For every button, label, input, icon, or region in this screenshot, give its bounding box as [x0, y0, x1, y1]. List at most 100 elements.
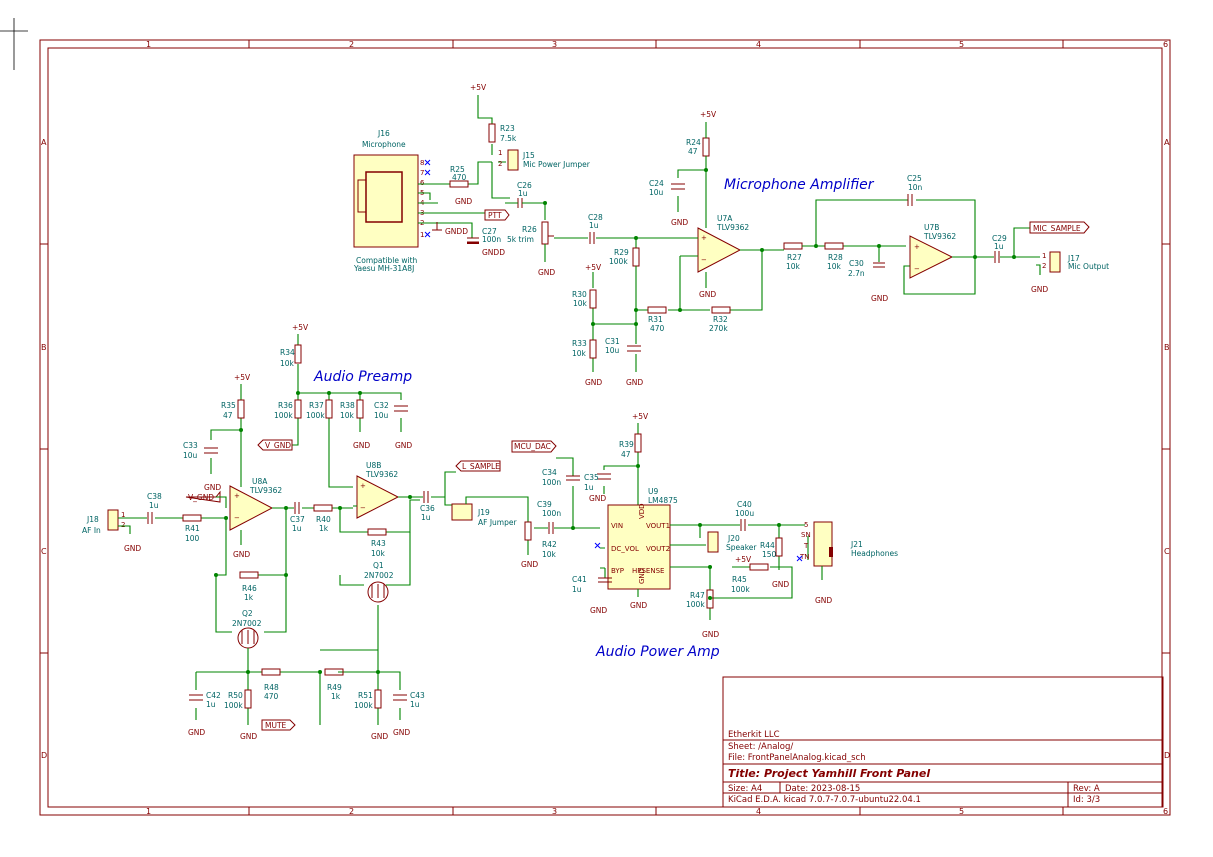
r38-resistor[interactable]: R38 10k [340, 399, 364, 420]
r37-resistor[interactable]: R37 100k [306, 399, 333, 420]
r46-resistor[interactable]: R46 1k [239, 571, 259, 602]
r36-ref: R36 [278, 401, 293, 410]
r45-resistor[interactable]: R45 100k [731, 563, 769, 594]
r30-value: 10k [573, 299, 588, 308]
c40-capacitor[interactable]: C40 100u [735, 500, 754, 531]
r25-resistor[interactable]: R25 470 [449, 165, 469, 188]
c32-capacitor[interactable]: C32 10u [374, 401, 408, 420]
l-sample-label-text: L_SAMPLE [462, 462, 500, 471]
c42-capacitor[interactable]: C42 1u [189, 691, 221, 709]
c34-value: 100n [542, 478, 561, 487]
gnd-symbol: GND [699, 290, 716, 299]
c26-ref: C26 [517, 181, 532, 190]
r41-value: 100 [185, 534, 200, 543]
c35-capacitor[interactable]: C35 1u [584, 473, 611, 492]
u9-pin-gnd: GND [638, 568, 646, 584]
tb-date: Date: 2023-08-15 [785, 784, 860, 794]
r43-resistor[interactable]: R43 10k [367, 528, 387, 558]
c28-capacitor[interactable]: C28 1u [588, 213, 603, 244]
c36-value: 1u [421, 513, 431, 522]
c40-value: 100u [735, 509, 754, 518]
c33-value: 10u [183, 451, 198, 460]
gnd-symbol: GND [671, 218, 688, 227]
pin-number: 7 [420, 169, 424, 177]
c33-capacitor[interactable]: C33 10u [183, 441, 218, 460]
u7a-value: TLV9362 [716, 223, 749, 232]
u7a-opamp[interactable]: U7A TLV9362 +− [697, 214, 749, 273]
r47-resistor[interactable]: R47 100k [686, 589, 714, 609]
gnd-symbol: GND [393, 728, 410, 737]
r32-resistor[interactable]: R32 270k [709, 306, 731, 333]
c34-capacitor[interactable]: C34 100n [542, 468, 580, 487]
q2-mosfet[interactable]: Q2 2N7002 [232, 609, 262, 649]
r40-resistor[interactable]: R40 1k [313, 504, 333, 533]
c26-capacitor[interactable]: C26 1u [517, 181, 532, 208]
r51-ref: R51 [358, 691, 373, 700]
r30-resistor[interactable]: R30 10k [572, 289, 597, 309]
r28-resistor[interactable]: R28 10k [824, 242, 844, 271]
r44-ref: R44 [760, 541, 775, 550]
c39-capacitor[interactable]: C39 100n [537, 500, 561, 534]
c27-capacitor[interactable]: C27 100n [467, 227, 501, 244]
gnd-symbol: GND [521, 560, 538, 569]
c24-capacitor[interactable]: C24 10u [649, 179, 685, 197]
gnd-symbol: GND [395, 441, 412, 450]
q1-mosfet[interactable]: Q1 2N7002 [364, 561, 394, 603]
r33-resistor[interactable]: R33 10k [572, 339, 597, 359]
r44-resistor[interactable]: R44 150 [760, 537, 783, 559]
r27-resistor[interactable]: R27 10k [783, 242, 803, 271]
r34-ref: R34 [280, 348, 295, 357]
gnd-symbol: GND [630, 601, 647, 610]
j21-headphones-jack[interactable]: SN T TN 5 J21 Headphones [799, 521, 898, 567]
j18-ref: J18 [86, 515, 99, 524]
compat-note-2: Yaesu MH-31A8J [353, 264, 414, 273]
c25-capacitor[interactable]: C25 10n [907, 174, 923, 206]
r35-resistor[interactable]: R35 47 [221, 399, 245, 420]
r49-resistor[interactable]: R49 1k [324, 668, 344, 701]
u9-lm4875-amp[interactable]: U9 LM4875 VIN DC_VOL BYP VOUT1 VOUT2 HPS… [607, 487, 678, 590]
c37-value: 1u [292, 524, 302, 533]
svg-text:−: − [914, 265, 920, 273]
c31-capacitor[interactable]: C31 10u [605, 337, 641, 355]
c30-capacitor[interactable]: C30 2.7n [848, 259, 885, 278]
u7b-opamp[interactable]: U7B TLV9362 +− [909, 223, 956, 279]
j16-ref: J16 [377, 129, 390, 138]
row-label: D [1164, 751, 1170, 760]
r23-value: 7.5k [500, 134, 517, 143]
c43-capacitor[interactable]: C43 1u [393, 691, 425, 709]
c29-capacitor[interactable]: C29 1u [992, 234, 1007, 263]
r41-resistor[interactable]: R41 100 [182, 514, 202, 543]
svg-text:−: − [234, 514, 240, 522]
r24-resistor[interactable]: R24 47 [686, 137, 710, 157]
j16-microphone-connector[interactable]: J16 Microphone 8 7 6 5 4 3 2 1 [353, 129, 425, 248]
u9-pin-dcvol: DC_VOL [611, 545, 639, 553]
r36-resistor[interactable]: R36 100k [274, 399, 302, 420]
r31-resistor[interactable]: R31 470 [647, 306, 667, 333]
j17-mic-output[interactable]: 12 J17 Mic Output [1042, 251, 1109, 273]
j19-af-jumper[interactable]: J19 AF Jumper [451, 503, 517, 527]
r26-trim-pot[interactable]: R26 5k trim [507, 221, 554, 245]
r42-trim-pot[interactable]: R42 10k [524, 521, 557, 559]
j15-mic-power-jumper[interactable]: 12 J15 Mic Power Jumper [498, 149, 591, 171]
c36-capacitor[interactable]: C36 1u [420, 491, 435, 522]
u8a-opamp[interactable]: U8A TLV9362 +− [229, 477, 282, 531]
j18-af-in[interactable]: J18 AF In 12 [82, 509, 125, 535]
r23-resistor[interactable]: R23 7.5k [488, 123, 517, 143]
c41-capacitor[interactable]: C41 1u [572, 575, 612, 594]
r39-resistor[interactable]: R39 47 [619, 433, 642, 459]
u8b-opamp[interactable]: U8B TLV9362 +− [356, 461, 400, 519]
r51-resistor[interactable]: R51 100k [354, 689, 382, 710]
j20-speaker[interactable]: J20 Speaker [707, 531, 757, 553]
power-5v: +5V [234, 373, 251, 382]
r48-resistor[interactable]: R48 470 [261, 668, 281, 701]
r34-resistor[interactable]: R34 10k [280, 344, 302, 368]
r50-resistor[interactable]: R50 100k [224, 689, 252, 710]
c37-capacitor[interactable]: C37 1u [290, 502, 305, 533]
r44-value: 150 [762, 550, 777, 559]
r29-resistor[interactable]: R29 100k [609, 247, 640, 267]
u8a-value: TLV9362 [249, 486, 282, 495]
sheet-border: 1 2 3 4 5 6 1 2 3 4 5 6 A B C D A B C D [0, 18, 1171, 816]
c32-ref: C32 [374, 401, 389, 410]
power-amp-title: Audio Power Amp [595, 644, 720, 660]
c38-capacitor[interactable]: C38 1u [147, 492, 162, 524]
